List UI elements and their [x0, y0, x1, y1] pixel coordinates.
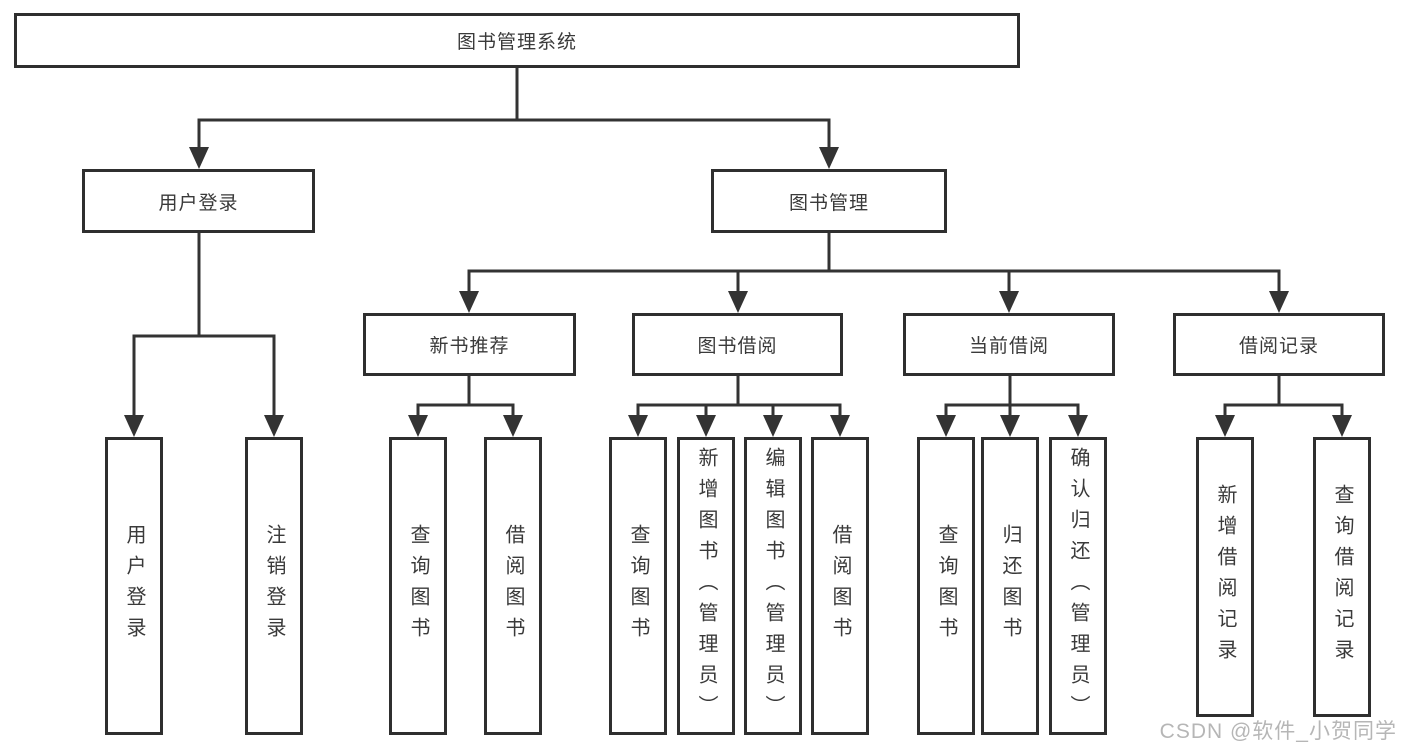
leaf-query-books-2: 查询图书 — [609, 437, 667, 735]
leaf-confirm-return-admin-label: 确认归还（管理员） — [1067, 446, 1089, 726]
node-borrow-records-label: 借阅记录 — [1238, 336, 1319, 357]
edge-book-management-to-level3 — [459, 233, 1289, 313]
node-new-book-recommend-label: 新书推荐 — [429, 336, 510, 357]
leaf-add-book-admin: 新增图书（管理员） — [677, 437, 735, 735]
edge-current-borrow-to-leaves — [936, 376, 1088, 437]
leaf-query-books-1: 查询图书 — [389, 437, 447, 735]
leaf-edit-book-admin-label: 编辑图书（管理员） — [762, 446, 784, 726]
leaf-add-book-admin-label: 新增图书（管理员） — [695, 446, 717, 726]
node-book-borrow-label: 图书借阅 — [697, 336, 778, 357]
node-root-system-label: 图书管理系统 — [456, 32, 577, 53]
node-current-borrow: 当前借阅 — [903, 313, 1115, 376]
leaf-return-book: 归还图书 — [981, 437, 1039, 735]
leaf-query-books-3-label: 查询图书 — [935, 524, 957, 648]
node-new-book-recommend: 新书推荐 — [363, 313, 576, 376]
leaf-add-borrow-record: 新增借阅记录 — [1196, 437, 1254, 717]
leaf-query-books-2-label: 查询图书 — [627, 524, 649, 648]
node-user-login: 用户登录 — [82, 169, 315, 233]
node-book-borrow: 图书借阅 — [632, 313, 843, 376]
leaf-query-books-1-label: 查询图书 — [407, 524, 429, 648]
watermark: CSDN @软件_小贺同学 — [1159, 720, 1397, 743]
leaf-confirm-return-admin: 确认归还（管理员） — [1049, 437, 1107, 735]
leaf-add-borrow-record-label: 新增借阅记录 — [1214, 484, 1236, 670]
leaf-borrow-books-1: 借阅图书 — [484, 437, 542, 735]
leaf-borrow-books-2-label: 借阅图书 — [829, 524, 851, 648]
leaf-user-login-label: 用户登录 — [123, 524, 145, 648]
edge-user-login-to-leaves — [124, 233, 284, 437]
leaf-return-book-label: 归还图书 — [999, 524, 1021, 648]
node-book-management-label: 图书管理 — [788, 192, 869, 214]
node-book-management: 图书管理 — [711, 169, 947, 233]
leaf-borrow-books-1-label: 借阅图书 — [502, 524, 524, 648]
node-user-login-label: 用户登录 — [158, 192, 239, 214]
node-current-borrow-label: 当前借阅 — [968, 336, 1049, 357]
leaf-query-borrow-record: 查询借阅记录 — [1313, 437, 1371, 717]
node-borrow-records: 借阅记录 — [1173, 313, 1385, 376]
leaf-logout-label: 注销登录 — [263, 524, 285, 648]
node-root-system: 图书管理系统 — [14, 13, 1020, 68]
leaf-logout: 注销登录 — [245, 437, 303, 735]
leaf-user-login: 用户登录 — [105, 437, 163, 735]
leaf-query-books-3: 查询图书 — [917, 437, 975, 735]
edge-book-borrow-to-leaves — [628, 376, 850, 437]
edge-root-to-level2 — [189, 68, 839, 169]
leaf-edit-book-admin: 编辑图书（管理员） — [744, 437, 802, 735]
edge-new-book-recommend-to-leaves — [408, 376, 523, 437]
leaf-query-borrow-record-label: 查询借阅记录 — [1331, 484, 1353, 670]
edge-borrow-records-to-leaves — [1215, 376, 1352, 437]
leaf-borrow-books-2: 借阅图书 — [811, 437, 869, 735]
